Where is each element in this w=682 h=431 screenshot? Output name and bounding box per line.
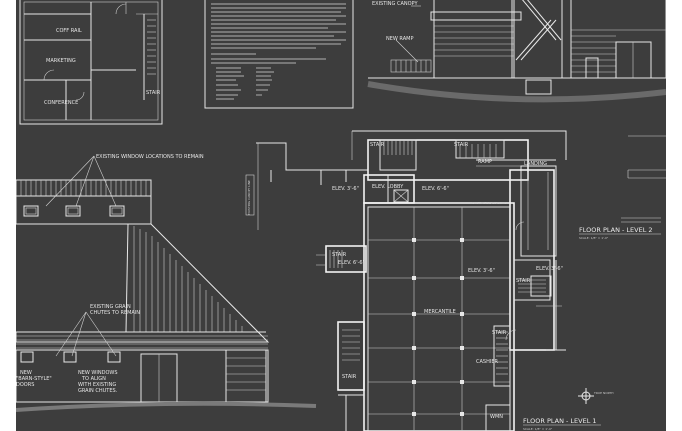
plan-titles: FLOOR PLAN - LEVEL 2 SCALE: 1/8" = 1'-0"… xyxy=(523,135,666,431)
label-ramp: RAMP xyxy=(478,159,492,165)
label-new-windows-1: NEW WINDOWS xyxy=(78,370,118,376)
label-landing: LANDING xyxy=(524,161,547,167)
floor-plan-level-2-title: FLOOR PLAN - LEVEL 2 xyxy=(579,226,653,234)
label-grain-note-2: CHUTES TO REMAIN xyxy=(90,310,140,316)
label-new-windows-2: TO ALIGN xyxy=(81,376,106,382)
floor-plan-level-1-scale: SCALE: 1/8" = 1'-0" xyxy=(523,427,553,431)
label-new-windows-4: GRAIN CHUTES. xyxy=(78,388,118,394)
true-north-label: TRUE NORTH xyxy=(593,391,614,395)
label-stair-right2: STAIR xyxy=(492,330,507,336)
label-elev-c: ELEV. 3'-6" xyxy=(468,268,495,274)
label-elev-e: ELEV. 6'-6" xyxy=(338,260,365,266)
label-stair-plan-top2: STAIR xyxy=(454,142,469,148)
label-conference: CONFERENCE xyxy=(44,100,78,106)
label-stair-lower-left: STAIR xyxy=(342,374,357,380)
label-new-ramp: NEW RAMP xyxy=(386,36,413,42)
label-elev-lobby: ELEV. LOBBY xyxy=(372,184,404,190)
label-barn-1: NEW xyxy=(20,370,32,376)
label-elev-b: ELEV. 6'-6" xyxy=(422,186,449,192)
grain-building-elevation: EXISTING WINDOW LOCATIONS TO REMAIN xyxy=(16,154,317,412)
label-office: COFF RAIL xyxy=(56,28,82,34)
label-marketing: MARKETING xyxy=(46,58,76,64)
label-cashier: CASHIER xyxy=(476,359,498,365)
label-existing-canopy: EXISTING CANOPY xyxy=(372,1,418,7)
label-barn-3: DOORS xyxy=(16,382,34,388)
label-window-note: EXISTING WINDOW LOCATIONS TO REMAIN xyxy=(96,154,204,160)
label-stair-plan-top1: STAIR xyxy=(370,142,385,148)
label-stair-right: STAIR xyxy=(516,278,531,284)
upper-elevation: EXISTING CANOPY NEW RAMP xyxy=(367,0,666,103)
svg-text:EXISTING CANOPY LINE: EXISTING CANOPY LINE xyxy=(247,180,251,215)
label-elev-d: ELEV. 3'-6" xyxy=(536,266,563,272)
upper-floor-plan-fragment: COFF RAIL MARKETING CONFERENCE STAIR xyxy=(19,0,163,125)
label-elev-a: ELEV. 3'-6" xyxy=(332,186,359,192)
label-women: WMN xyxy=(490,414,503,420)
label-new-windows-3: WITH EXISTING xyxy=(78,382,116,388)
label-mercantile: MERCANTILE xyxy=(424,309,456,315)
blueprint-sheet: COFF RAIL MARKETING CONFERENCE STAIR xyxy=(16,0,666,431)
floor-plan-level-2-scale: SCALE: 1/8" = 1'-0" xyxy=(579,236,609,240)
general-notes-block xyxy=(204,0,354,109)
label-grain-note-1: EXISTING GRAIN xyxy=(90,304,131,310)
label-stair-left: STAIR xyxy=(332,252,347,258)
label-barn-2: "BARN-STYLE" xyxy=(16,376,52,382)
blueprint-drawing: COFF RAIL MARKETING CONFERENCE STAIR xyxy=(16,0,666,431)
main-floor-plan: EXISTING CANOPY LINE xyxy=(245,130,567,431)
floor-plan-level-1-title: FLOOR PLAN - LEVEL 1 xyxy=(523,417,597,425)
svg-text:EXISTING SLAB ABOVE: EXISTING SLAB ABOVE xyxy=(472,201,506,205)
label-stair-top-left: STAIR xyxy=(146,90,161,96)
